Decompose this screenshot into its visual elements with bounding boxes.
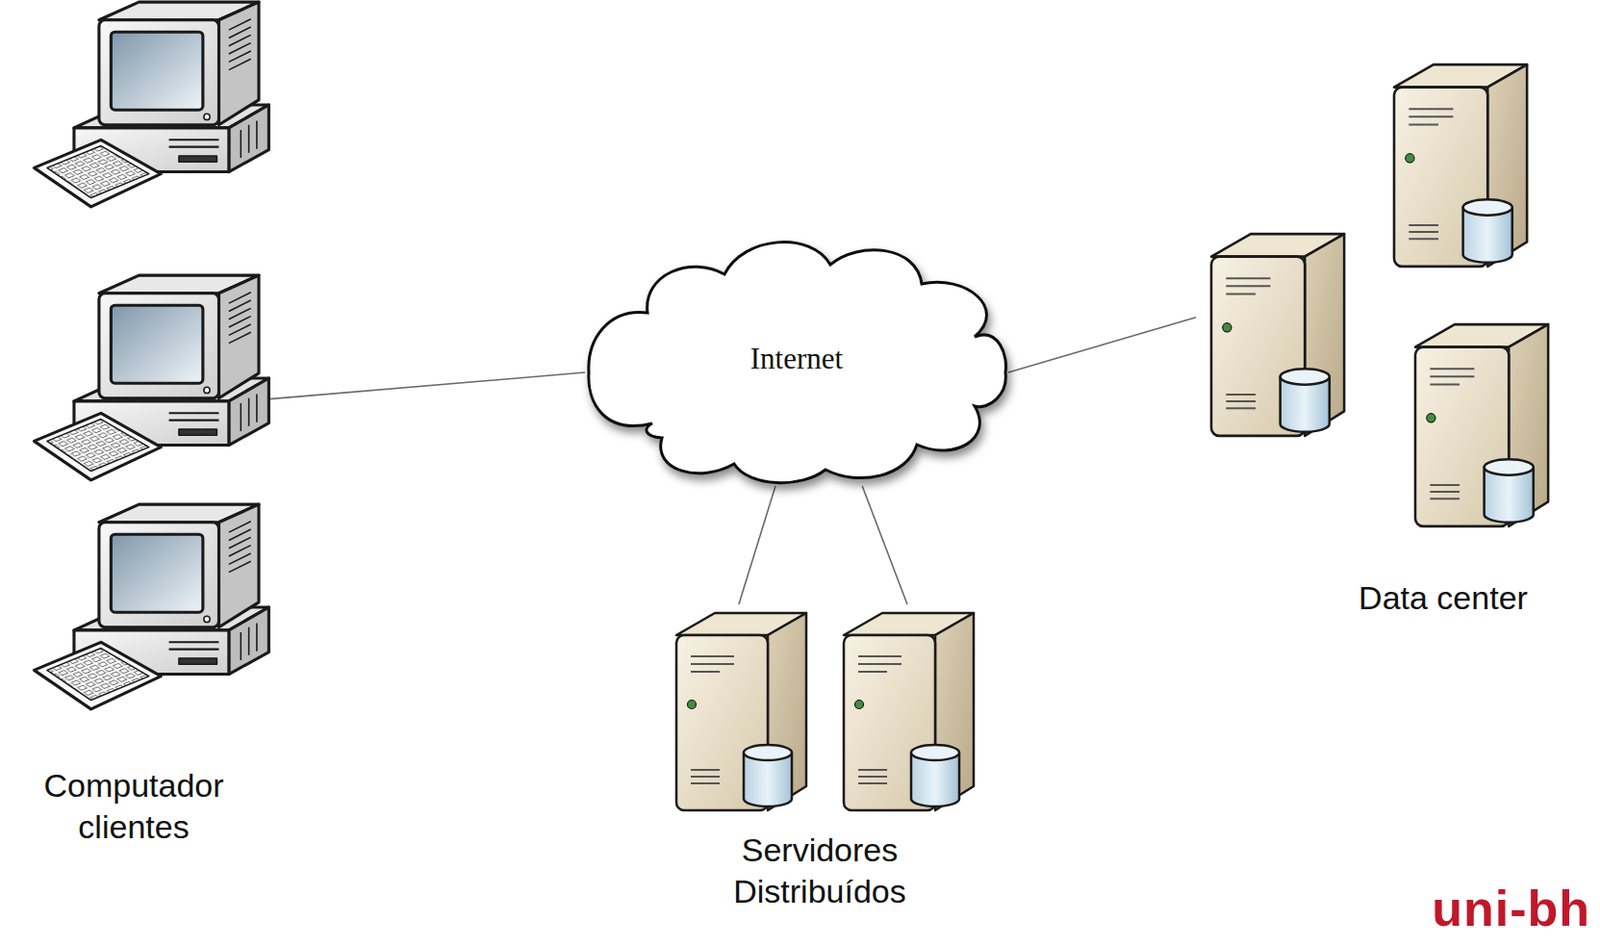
cloud-label: Internet: [750, 341, 843, 377]
server-icon: [1211, 233, 1345, 436]
cloud-shape: [588, 242, 1007, 483]
network-link: [1008, 317, 1196, 373]
client-computers: [33, 1, 269, 710]
server-icon: [843, 612, 974, 811]
internet-cloud: Internet: [584, 230, 1009, 486]
computer-group: Computador clientes: [0, 0, 270, 851]
data-center-servers: [1211, 64, 1549, 527]
data-center: Data center: [1195, 55, 1567, 634]
group-caption: Computador clientes: [23, 764, 245, 847]
network-link: [738, 485, 776, 605]
server-icon: [1415, 324, 1549, 527]
server-group: Servidores Distribuídos: [661, 604, 990, 915]
computer-icon: [33, 275, 269, 481]
server-icon: [676, 612, 807, 811]
server-icon: [1394, 64, 1527, 267]
distributed-servers: [676, 612, 974, 811]
group-caption: Servidores Distribuídos: [699, 829, 940, 912]
group-caption: Data center: [1357, 577, 1529, 619]
network-link: [862, 485, 908, 605]
computer-icon: [33, 504, 269, 710]
network-link: [269, 372, 585, 400]
computer-icon: [33, 1, 269, 207]
logo-text: uni-bh: [1431, 883, 1591, 934]
